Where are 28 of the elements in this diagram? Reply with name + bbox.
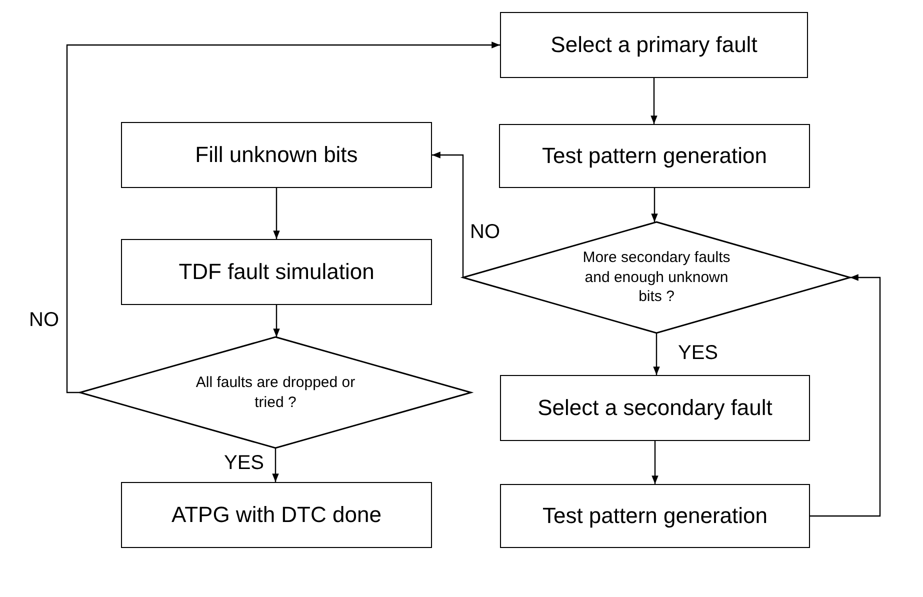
process-box <box>500 484 810 548</box>
arrow <box>66 42 500 394</box>
process-box <box>121 239 432 305</box>
process-text: TDF fault simulation <box>178 258 374 286</box>
decision-diamond <box>80 337 471 448</box>
process-box <box>121 122 432 188</box>
decision-diamond <box>463 222 850 333</box>
process-text: Fill unknown bits <box>195 140 358 169</box>
process-text: Select a primary fault <box>550 30 758 59</box>
arrow <box>652 441 658 484</box>
arrow <box>653 333 660 375</box>
process-text: ATPG with DTC done <box>172 500 382 529</box>
arrow <box>432 152 464 278</box>
process-box <box>499 124 810 188</box>
process-box <box>121 482 432 548</box>
arrow <box>273 188 280 239</box>
decision-text: All faults are dropped or tried ? <box>194 373 356 412</box>
arrow <box>650 78 658 124</box>
arrow <box>651 188 658 222</box>
arrow <box>272 448 279 482</box>
process-text: Test pattern generation <box>542 502 768 530</box>
arrow <box>273 305 280 337</box>
process-text: Select a secondary fault <box>538 394 772 422</box>
decision-text: More secondary faults and enough unknown bits ? <box>582 248 732 307</box>
process-text: Test pattern generation <box>542 142 768 170</box>
process-box <box>500 12 808 78</box>
arrow <box>810 274 881 517</box>
process-box <box>500 375 810 441</box>
